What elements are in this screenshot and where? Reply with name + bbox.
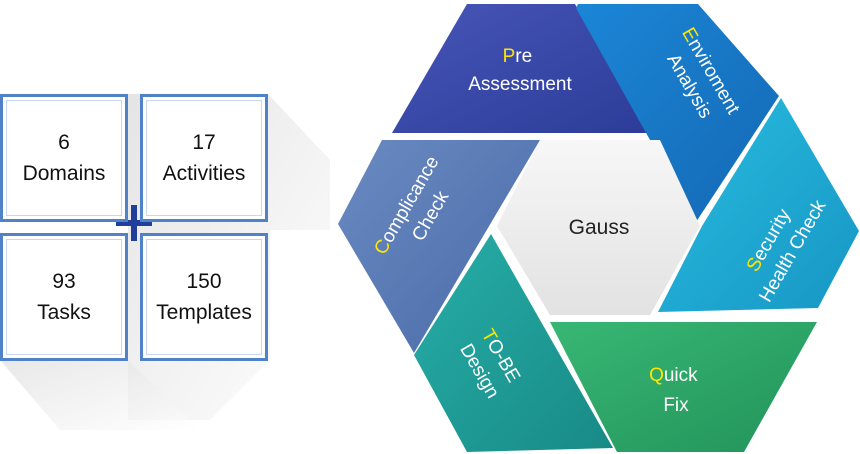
- stat-label: Templates: [156, 301, 252, 324]
- stat-label: Activities: [162, 162, 246, 185]
- label-line1: uick: [664, 365, 698, 386]
- label-initial: P: [503, 46, 516, 67]
- stat-number: 6: [58, 131, 70, 154]
- label-line2: Fix: [663, 395, 689, 416]
- segment-security-health-check: [658, 98, 859, 312]
- connector-cross: [116, 205, 152, 241]
- stat-label: Tasks: [37, 301, 91, 324]
- segment-quick-fix: [550, 322, 817, 452]
- stat-box-tasks: 93 Tasks: [0, 233, 128, 361]
- label-line1: re: [515, 46, 532, 67]
- segment-to-be-design: [414, 234, 613, 452]
- stat-number: 93: [52, 270, 76, 293]
- stat-box-domains: 6 Domains: [0, 94, 128, 222]
- label-pre-assessment: Pre Assessment: [468, 46, 572, 95]
- center-hexagon: [497, 140, 700, 315]
- stats-panel: 6 Domains 17 Activities 93 Tasks 150 Tem…: [0, 0, 330, 454]
- label-line2: Assessment: [468, 74, 572, 95]
- label-quick-fix: Quick Fix: [649, 365, 703, 416]
- segment-compliance-check: [338, 140, 540, 353]
- stat-number: 17: [192, 131, 216, 154]
- label-initial: Q: [649, 365, 664, 386]
- center-label: Gauss: [569, 216, 630, 239]
- segment-environment-analysis: [576, 4, 779, 222]
- segment-pre-assessment: [392, 4, 648, 133]
- stat-box-templates: 150 Templates: [140, 233, 268, 361]
- stat-box-activities: 17 Activities: [140, 94, 268, 222]
- stat-number: 150: [186, 270, 222, 293]
- stat-label: Domains: [22, 162, 106, 185]
